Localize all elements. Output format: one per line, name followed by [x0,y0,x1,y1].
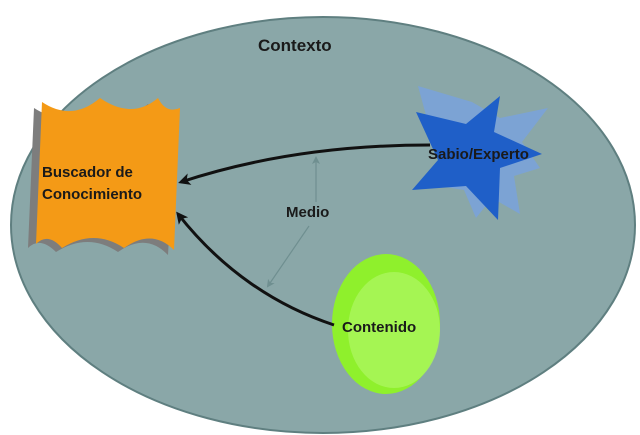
expert-to-seeker-arrow [178,143,431,185]
content-to-seeker-arrow [176,211,335,327]
knowledge-seeker-label-line-2: Conocimiento [42,186,142,203]
content-inner-shape [348,272,440,388]
context-label: Contexto [258,36,332,55]
knowledge-seeker-label: Buscador de Conocimiento [42,162,182,206]
knowledge-seeker-label-line-1: Buscador de [42,164,133,181]
expert-shape [412,96,542,220]
medium-arrow-down [266,225,310,288]
content-label: Contenido [342,319,417,336]
seeker-shape [36,98,180,250]
medium-label: Medio [286,204,330,221]
expert-label: Sabio/Experto [428,146,529,163]
